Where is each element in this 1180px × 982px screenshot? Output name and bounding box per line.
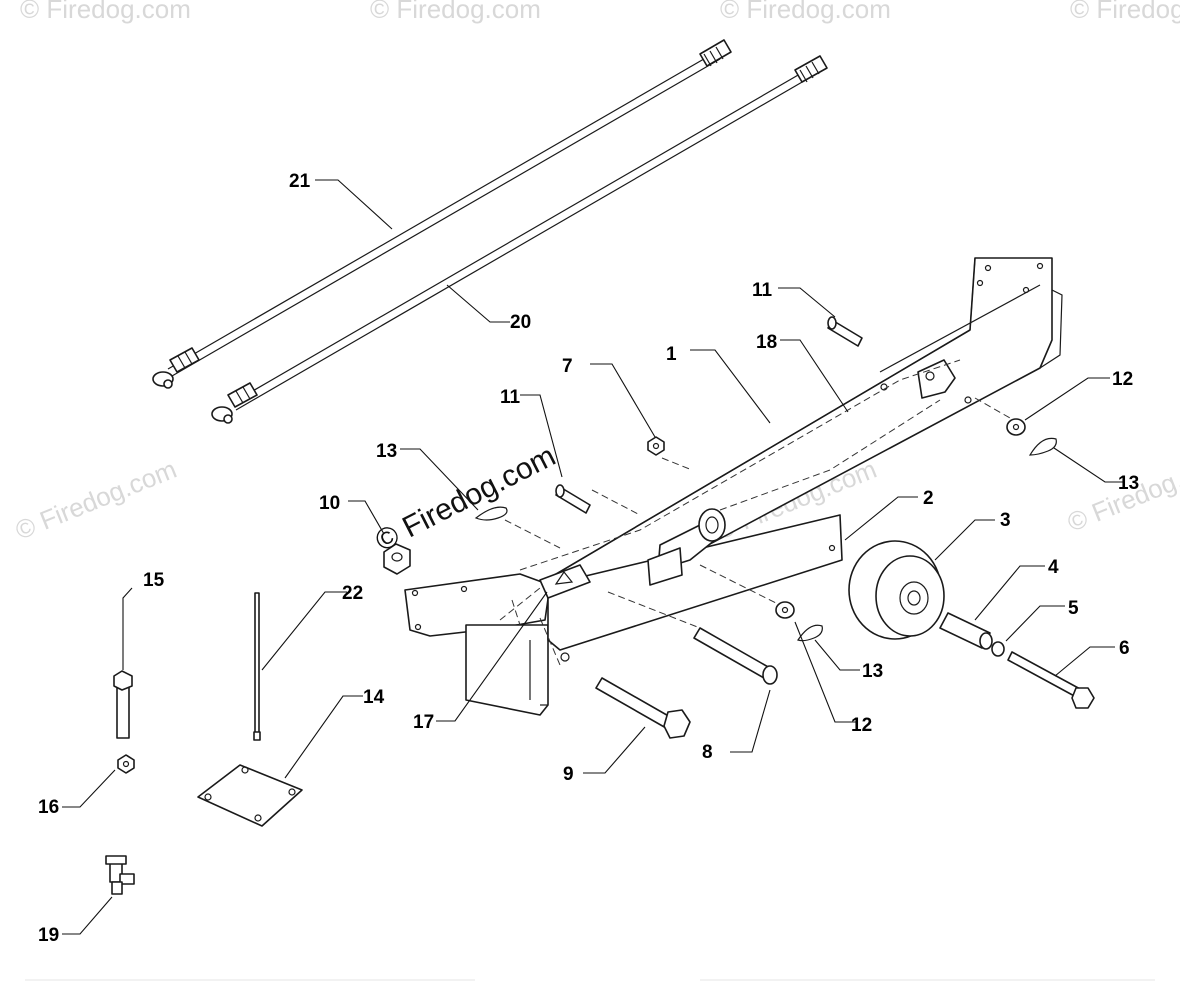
callout-2: 2	[923, 488, 934, 509]
callout-15: 15	[143, 570, 165, 591]
hydraulic-hose-21	[152, 39, 732, 389]
watermark-text: © Firedog.com	[370, 0, 541, 24]
bolt-6	[1007, 651, 1095, 709]
washer-12-upper	[1006, 418, 1026, 436]
bolt-15	[113, 670, 133, 739]
nut-16	[117, 754, 135, 774]
callout-4: 4	[1048, 557, 1059, 578]
callout-9: 9	[563, 764, 574, 785]
callout-7: 7	[562, 356, 573, 377]
callout-11-upper: 11	[752, 280, 773, 301]
axle-pin-8	[693, 627, 778, 685]
bolt-9	[595, 677, 691, 739]
cable-tie-22	[253, 592, 261, 741]
callout-11-lower: 11	[500, 387, 521, 408]
callout-12-upper: 12	[1112, 369, 1133, 390]
callout-13-left: 13	[376, 441, 397, 462]
callout-13-right: 13	[1118, 473, 1139, 494]
watermark-text: © Firedog.com	[720, 0, 891, 24]
callout-8: 8	[702, 742, 713, 763]
hitch-pin-clip-13-right-upper	[1028, 437, 1057, 456]
callout-22: 22	[342, 583, 363, 604]
spacer-4	[939, 612, 993, 650]
plate-14	[197, 764, 303, 827]
nut-10	[383, 543, 411, 575]
nut-7	[647, 436, 665, 456]
callout-13-lower: 13	[862, 661, 883, 682]
washer-5	[991, 641, 1005, 657]
callout-labels: 21 20 1 18 11 7 11 13 10 12 13 2 3 4 5 6…	[38, 171, 1139, 946]
watermark-main: © Firedog.com	[370, 439, 561, 558]
callout-14: 14	[363, 687, 385, 708]
callout-18: 18	[756, 332, 777, 353]
wheel-3	[848, 540, 945, 640]
callout-1: 1	[666, 344, 677, 365]
main-beam-1	[404, 257, 1063, 716]
pin-11-lower	[555, 484, 591, 514]
callout-12-lower: 12	[851, 715, 872, 736]
tee-fitting-19	[105, 855, 135, 895]
callout-5: 5	[1068, 598, 1079, 619]
leader-lines	[62, 179, 1125, 935]
hitch-pin-clip-13-left	[474, 506, 508, 521]
callout-10: 10	[319, 493, 340, 514]
callout-19: 19	[38, 925, 59, 946]
watermark-text: © Firedog.com	[1070, 0, 1180, 24]
hidden-assembly-lines	[499, 359, 1011, 666]
callout-16: 16	[38, 797, 59, 818]
callout-3: 3	[1000, 510, 1011, 531]
pin-11-upper	[827, 316, 863, 347]
watermark-text: © Firedog.com	[20, 0, 191, 24]
callout-21: 21	[289, 171, 311, 192]
callout-20: 20	[510, 312, 531, 333]
hitch-pin-clip-13-lower	[797, 624, 823, 642]
washer-12-lower	[775, 601, 795, 619]
callout-17: 17	[413, 712, 434, 733]
watermark-text: © Firedog.com	[11, 454, 181, 546]
callout-6: 6	[1119, 638, 1130, 659]
hydraulic-hose-20	[211, 55, 828, 424]
